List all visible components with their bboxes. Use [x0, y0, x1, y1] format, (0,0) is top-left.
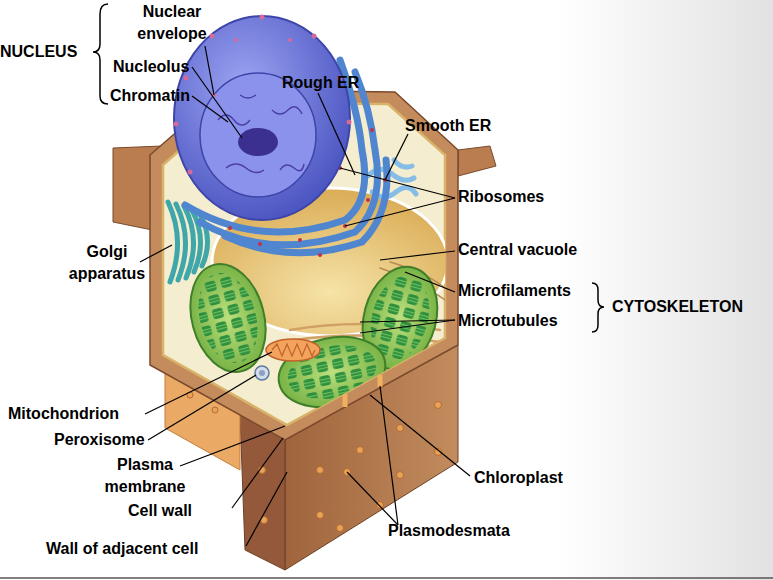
pore	[377, 502, 384, 509]
group-label: NUCLEUS	[0, 41, 77, 63]
leader-line	[370, 395, 470, 476]
golgi-cisterna	[168, 202, 178, 282]
leader-line	[345, 198, 455, 226]
adjacent-wall	[458, 146, 496, 176]
nucleus	[174, 15, 352, 221]
peroxisome-body	[255, 366, 269, 380]
leader-line	[148, 375, 256, 440]
grana	[189, 266, 267, 369]
smooth-er-tubule	[394, 160, 412, 167]
chloroplast	[179, 256, 277, 381]
part-label: Nuclear envelope	[127, 1, 217, 45]
nucleus-body	[174, 16, 350, 220]
mitochondrion	[266, 339, 320, 361]
leader-line	[380, 386, 398, 525]
ribosome	[318, 253, 322, 257]
group-brace	[592, 283, 604, 332]
rough-er-cisterna	[200, 72, 378, 245]
pore	[397, 472, 404, 479]
ribosome	[228, 226, 232, 230]
chromatin-strand	[226, 164, 264, 173]
leader-line	[405, 272, 455, 292]
part-label: Rough ER	[282, 72, 359, 94]
adjacent-wall-face	[240, 415, 285, 570]
part-label: Peroxisome	[54, 429, 145, 451]
leader-line	[192, 96, 228, 122]
pore	[397, 425, 404, 432]
chromatin-strand	[240, 95, 256, 98]
pore	[212, 407, 218, 413]
nuclear-pore	[188, 170, 193, 175]
leader-line	[347, 472, 398, 525]
leader-line	[145, 352, 272, 414]
peroxisome	[255, 366, 269, 380]
pore	[435, 402, 442, 409]
leader-line	[385, 134, 408, 180]
leader-line	[140, 245, 172, 262]
chromatin-strand	[218, 115, 250, 125]
nucleolus	[238, 128, 278, 156]
part-label: Nucleolus	[113, 56, 189, 78]
chromatin-strand	[272, 107, 302, 114]
leader-line	[360, 320, 455, 333]
leader-line	[380, 251, 455, 260]
nuclear-pore	[234, 38, 238, 42]
ribosome	[370, 128, 374, 132]
part-label: Plasma membrane	[100, 454, 190, 498]
channel	[378, 375, 383, 387]
nuclear-pore	[260, 15, 265, 20]
part-label: Chromatin	[110, 85, 190, 107]
nuclear-pore	[210, 34, 215, 39]
chromatin	[218, 95, 304, 173]
part-label: Wall of adjacent cell	[46, 538, 198, 560]
chromatin-strand	[280, 164, 304, 171]
cristae	[272, 344, 315, 356]
golgi-cisterna	[176, 204, 186, 280]
nuclear-pore	[288, 38, 292, 42]
leader-line	[180, 426, 285, 466]
part-label: Microtubules	[458, 310, 558, 332]
part-label: Central vacuole	[458, 239, 577, 261]
mitochondrion-body	[266, 339, 320, 361]
leader-line	[318, 93, 355, 175]
nuclear-pore	[347, 120, 352, 125]
part-label: Mitochondrion	[8, 403, 119, 425]
part-label: Ribosomes	[458, 186, 544, 208]
pore	[317, 467, 324, 474]
pore	[317, 512, 324, 519]
peroxisome-core	[259, 370, 265, 376]
group-label: CYTOSKELETON	[612, 296, 743, 318]
chloroplast-body	[179, 256, 277, 381]
ribosome	[258, 242, 262, 246]
part-label: Cell wall	[128, 500, 192, 522]
leader-line	[192, 67, 242, 138]
leader-line	[232, 438, 283, 508]
nuclear-pore	[174, 122, 179, 127]
leader-line	[340, 168, 455, 198]
plasmodesmata-pores	[187, 392, 442, 532]
frame-line	[0, 577, 773, 579]
nucleus-cut-face	[200, 73, 316, 197]
part-label: Microfilaments	[458, 280, 571, 302]
group-brace	[93, 4, 108, 104]
pore	[337, 525, 344, 532]
part-label: Smooth ER	[405, 115, 491, 137]
part-label: Golgi apparatus	[62, 241, 152, 285]
part-label: Chloroplast	[474, 467, 563, 489]
nuclear-pore	[312, 34, 317, 39]
part-label: Plasmodesmata	[388, 520, 510, 542]
pore	[357, 447, 364, 454]
golgi-cisterna	[184, 206, 194, 278]
channel	[343, 394, 348, 407]
ribosome	[298, 238, 302, 242]
leader-line	[246, 472, 287, 546]
nuclear-pore	[184, 76, 189, 81]
ribosome	[366, 198, 370, 202]
